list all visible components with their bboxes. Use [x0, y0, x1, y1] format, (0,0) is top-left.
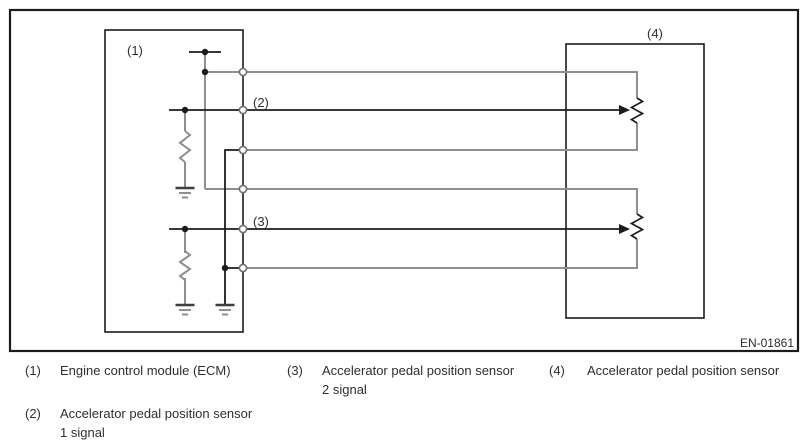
sensor-label: (4): [647, 26, 663, 41]
wiring-diagram: (1) (4): [8, 8, 800, 353]
legend-item-3: (3) Accelerator pedal position sensor 2 …: [287, 361, 514, 399]
connector-pins: [238, 67, 248, 273]
sensor-box: [565, 43, 705, 319]
diagram-ref-code: EN-01861: [740, 336, 794, 350]
legend-num-3: (3): [287, 363, 303, 378]
legend-item-4: (4) Accelerator pedal position sensor: [549, 361, 779, 380]
legend-num-2: (2): [25, 406, 41, 421]
legend-item-2: (2) Accelerator pedal position sensor 1 …: [25, 404, 252, 442]
wiper-arrow-1: [619, 105, 630, 115]
signal-wires: [169, 51, 621, 304]
supply-ground-wires: [184, 52, 638, 304]
legend-item-1: (1) Engine control module (ECM): [25, 361, 231, 380]
legend-text-3-line2: 2 signal: [322, 382, 367, 397]
ground-symbol-2: [175, 303, 195, 316]
resistor2-symbol: [178, 250, 192, 281]
signal1-wire-label: (2): [253, 95, 269, 110]
ecm-label: (1): [127, 43, 143, 58]
legend-text-3: Accelerator pedal position sensor: [322, 363, 515, 378]
signal2-wire-label: (3): [253, 214, 269, 229]
legend-text-2-line2: 1 signal: [60, 425, 105, 440]
potentiometer1-symbol: [629, 97, 645, 124]
legend-num-4: (4): [549, 363, 565, 378]
legend-text-1: Engine control module (ECM): [60, 363, 231, 378]
ground-symbol-3: [215, 303, 235, 316]
legend-num-1: (1): [25, 363, 41, 378]
ecm-box: [104, 29, 244, 333]
legend-text-2: Accelerator pedal position sensor: [60, 406, 253, 421]
junction-dots: [181, 48, 229, 272]
wiper-arrow-2: [619, 224, 630, 234]
ground-symbol-1: [175, 186, 195, 199]
diagram-frame: [8, 8, 800, 353]
resistor1-symbol: [178, 130, 192, 163]
potentiometer2-symbol: [629, 213, 645, 240]
legend-text-4: Accelerator pedal position sensor: [587, 363, 780, 378]
